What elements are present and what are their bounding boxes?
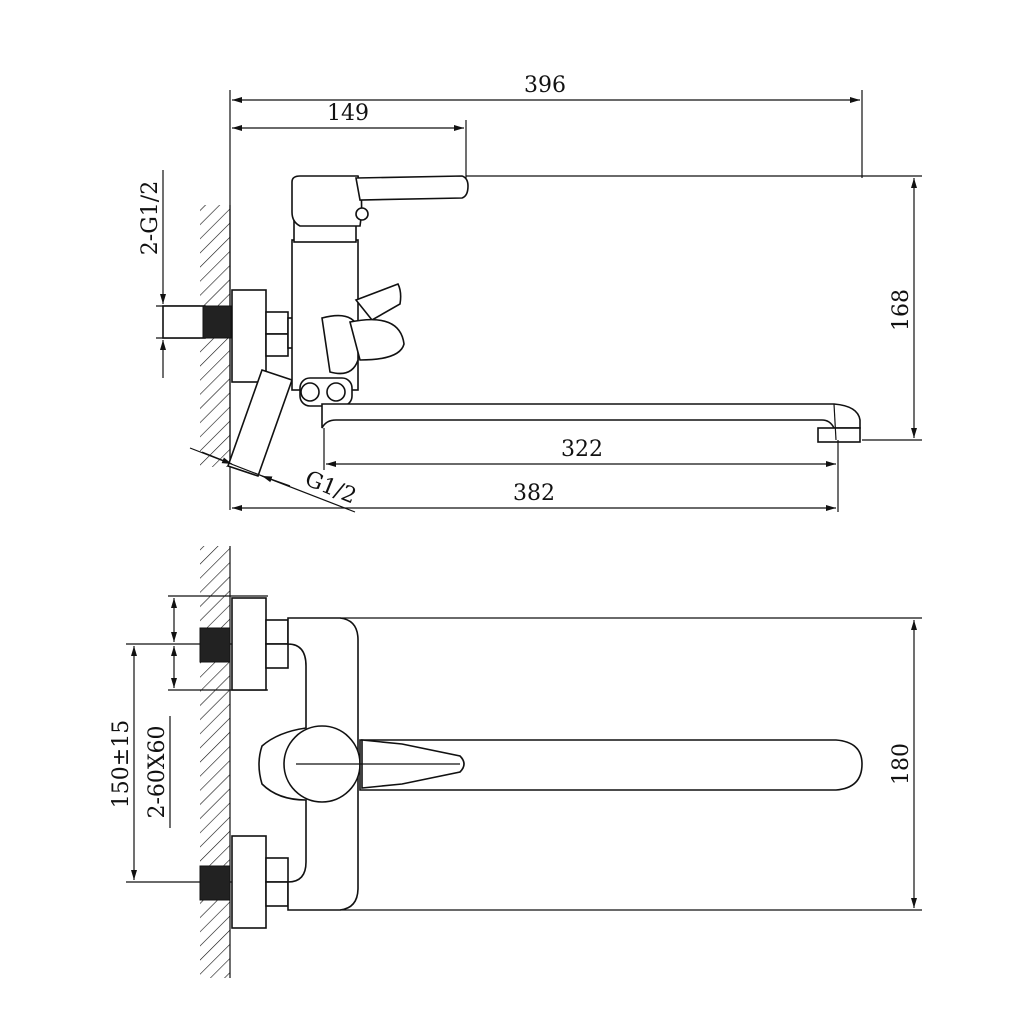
mixer-body-curve: [321, 314, 359, 375]
dim-handle-offset: 149: [232, 101, 467, 178]
dim-150-label: 150±15: [109, 720, 134, 808]
dim-total-length: 396: [229, 73, 863, 510]
mixer-handle: [291, 175, 469, 227]
hex-nut-upper: [265, 311, 289, 335]
inlet-thread: [202, 305, 232, 339]
dim-connection-thread: 2-G1/2: [138, 170, 200, 378]
top-thread-upper: [199, 627, 231, 663]
wall-hatch-top: [200, 546, 230, 978]
dim-149-label: 149: [327, 101, 369, 126]
dim-396-label: 396: [524, 73, 566, 98]
diverter-lever: [349, 282, 405, 361]
top-thread-lower: [199, 865, 231, 901]
dim-2-g1-2-label: 2-G1/2: [138, 181, 163, 255]
inlet-pipe: [162, 305, 206, 339]
top-flange-upper: [231, 597, 267, 691]
side-view: 396 149 168 2-G1/2: [138, 73, 922, 513]
dim-overall-width: 382: [232, 481, 836, 511]
top-nut-upper-b: [265, 643, 289, 669]
top-flange-lower: [231, 835, 267, 929]
dim-382-label: 382: [513, 481, 555, 506]
wall-flange: [231, 289, 267, 383]
dim-322-label: 322: [561, 437, 603, 462]
top-nut-upper-a: [265, 619, 289, 645]
dim-spout-reach: 322: [323, 428, 839, 512]
dim-depth: 180: [340, 617, 922, 911]
mixer-body: [291, 239, 359, 391]
dim-2-60x60-label: 2-60X60: [145, 725, 170, 818]
top-view: 150±15 2-60X60: [109, 546, 922, 978]
top-nut-lower-a: [265, 857, 289, 883]
dim-height: 168: [466, 175, 922, 441]
dim-eccentric: 2-60X60: [145, 595, 268, 828]
hex-nut-lower: [265, 333, 289, 357]
dim-180-label: 180: [889, 743, 914, 785]
aerator: [817, 427, 861, 443]
spout-pivot-ring-left: [300, 382, 320, 402]
top-nut-lower-b: [265, 881, 289, 907]
spout-side: [321, 403, 861, 429]
spout-pivot-ring-right: [326, 382, 346, 402]
dim-168-label: 168: [889, 289, 914, 331]
spout-top: [359, 739, 863, 791]
